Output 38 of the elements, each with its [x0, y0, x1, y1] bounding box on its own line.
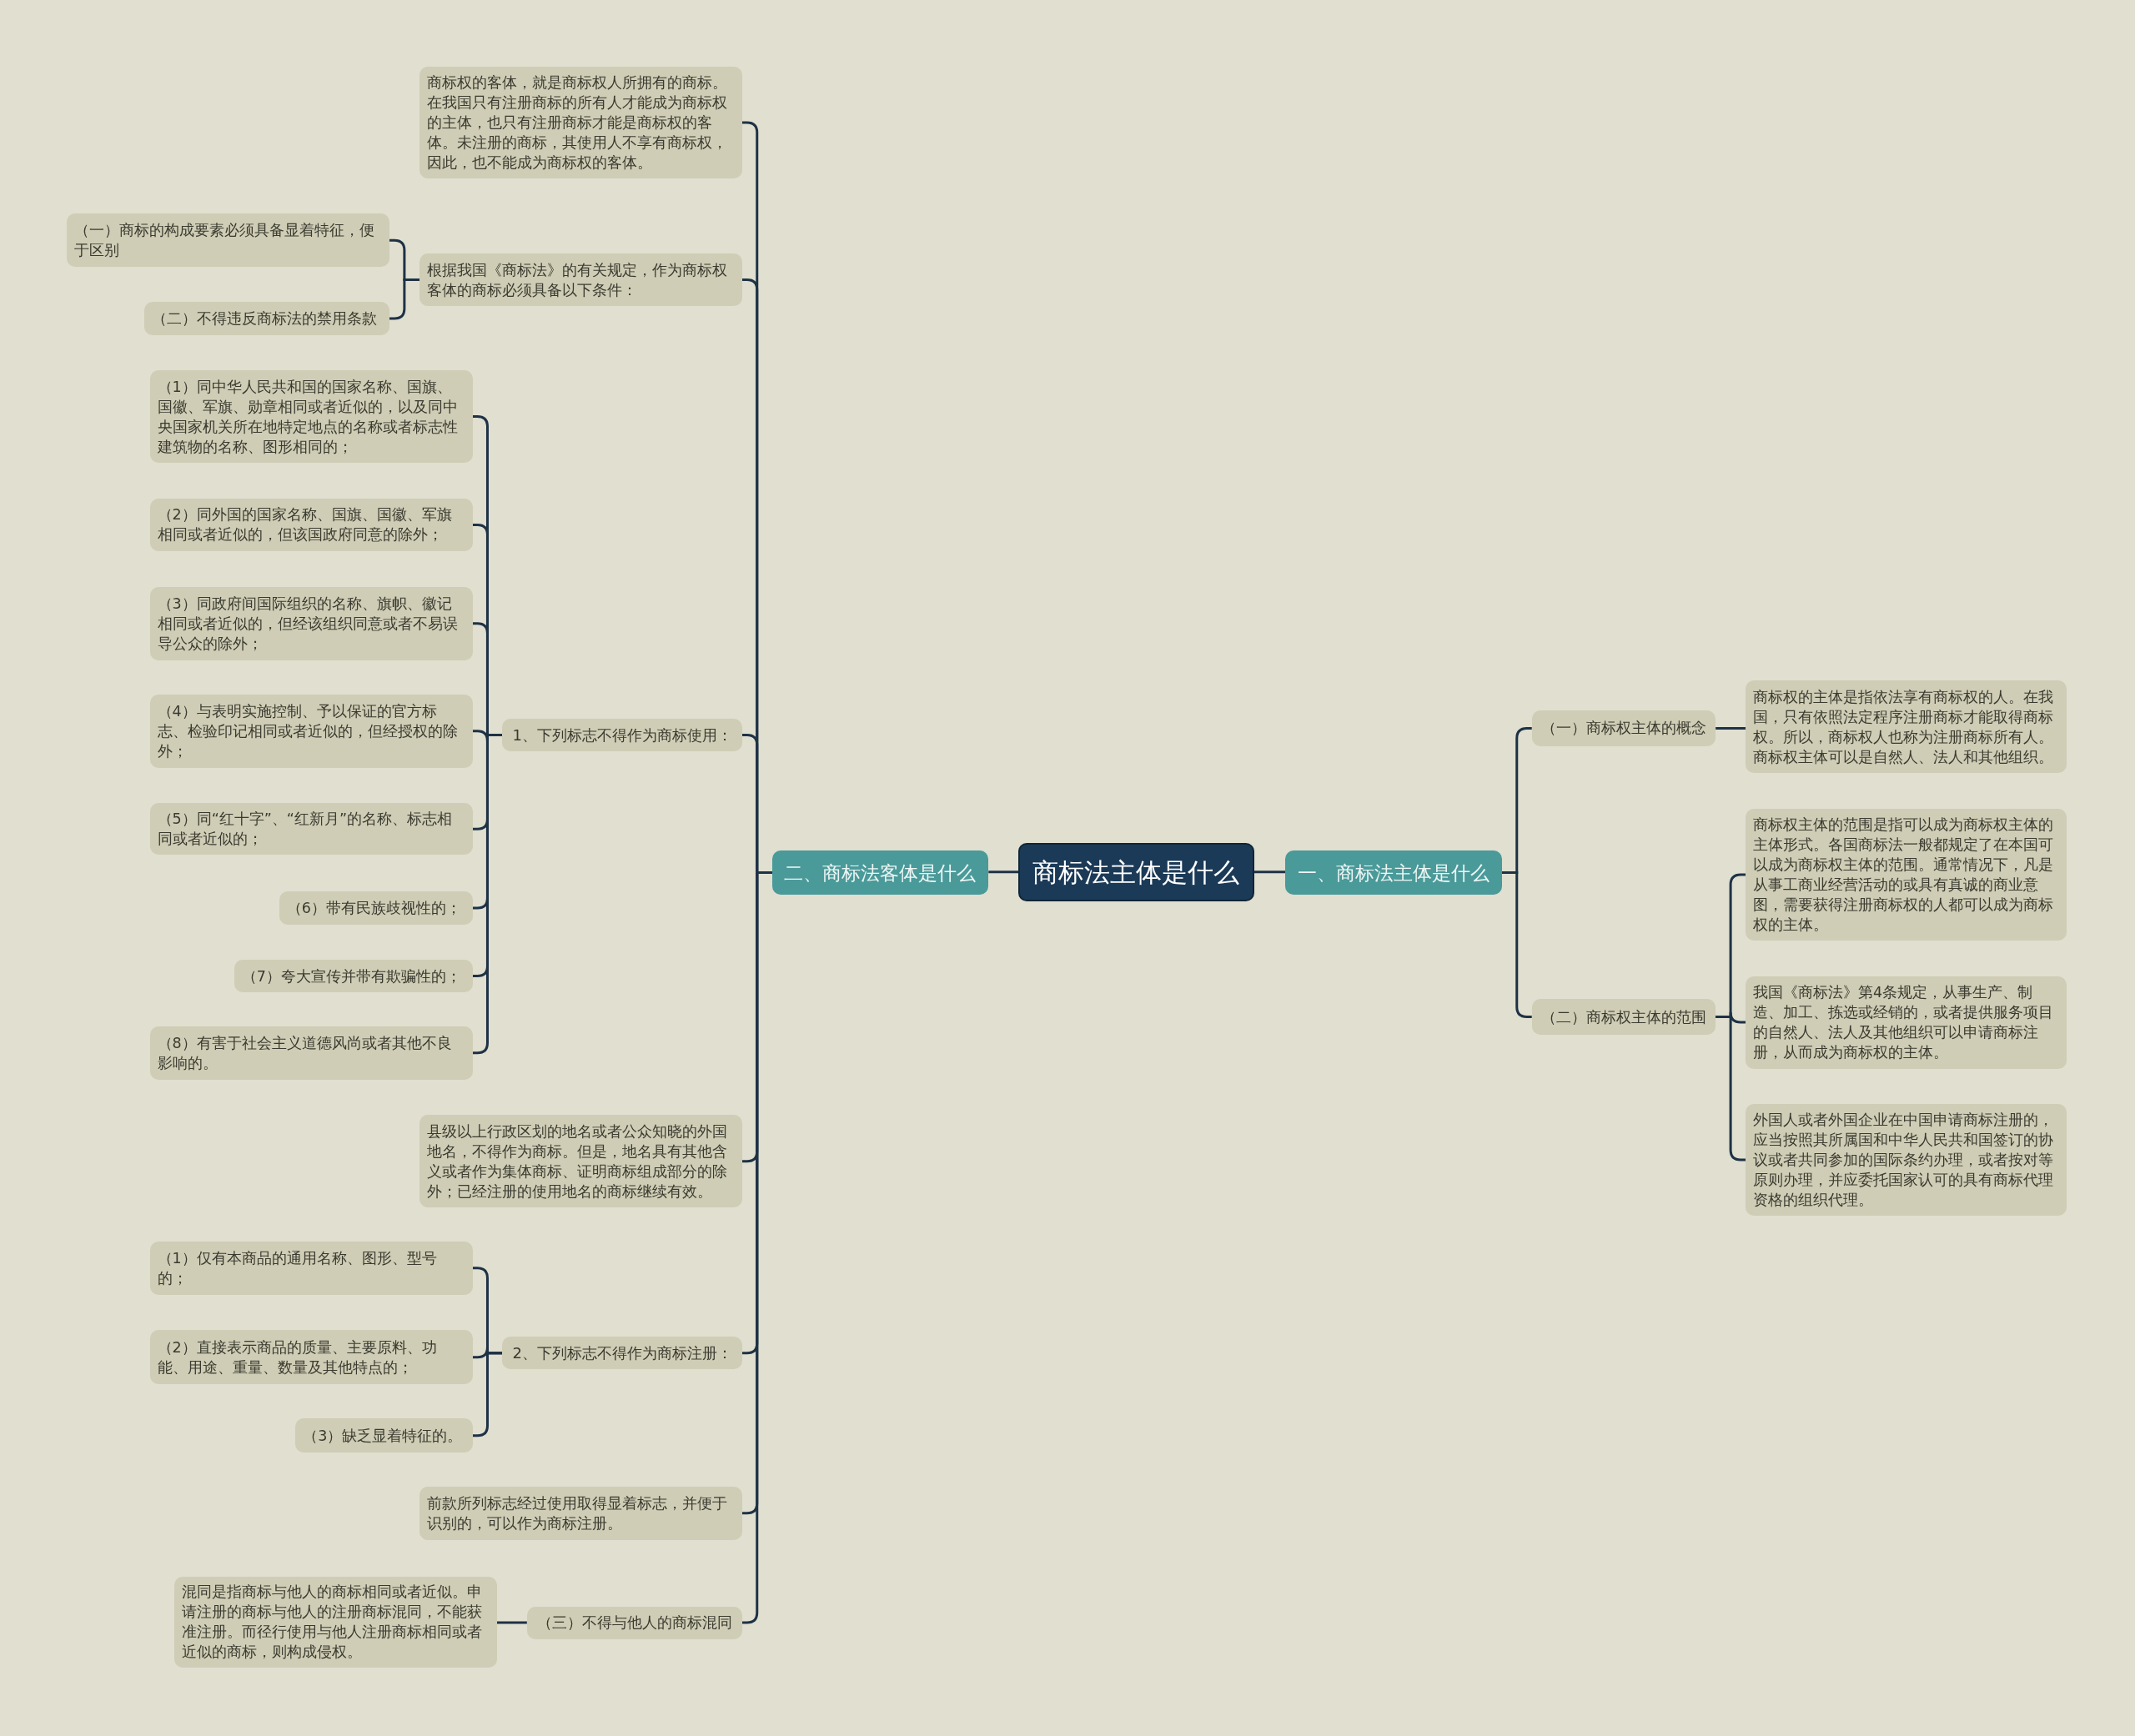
branch-topic-box: 一、商标法主体是什么	[1285, 850, 1502, 895]
text-box: 我国《商标法》第4条规定，从事生产、制造、加工、拣选或经销的，或者提供服务项目的自然人、法人及其他组织可以申请商标注册，从而成为商标权的主体。	[1746, 976, 2067, 1069]
subtopic-box: 2、下列标志不得作为商标注册：	[502, 1337, 742, 1370]
text-box: 商标权主体的范围是指可以成为商标权主体的主体形式。各国商标法一般都规定了在本国可以成为商标权主体的范围。通常情况下，凡是从事工商业经营活动的或具有真诚的商业意图，需要获得注册商标权的人都可以成为商标权的主体。	[1746, 808, 2067, 941]
text-box: （6）带有民族歧视性的；	[279, 891, 473, 925]
branch-topic-box: 二、商标法客体是什么	[771, 850, 989, 895]
text-box: （5）同“红十字”、“红新月”的名称、标志相同或者近似的；	[149, 803, 473, 855]
subtopic-box: （三）不得与他人的商标混同	[526, 1606, 742, 1639]
subtopic-box: （一）商标权主体的概念	[1531, 710, 1716, 746]
connector-line	[988, 871, 1019, 874]
text-box: （4）与表明实施控制、予以保证的官方标志、检验印记相同或者近似的，但经授权的除外；	[149, 694, 473, 768]
text-box: 商标权的客体，就是商标权人所拥有的商标。在我国只有注册商标的所有人才能成为商标权的主体，也只有注册商标才能是商标权的客体。未注册的商标，其使用人不享有商标权，因此，也不能成为商标权的客体。	[419, 67, 742, 178]
connector-line	[472, 734, 503, 1055]
text-box: （3）缺乏显着特征的。	[295, 1418, 473, 1453]
text-box: （1）同中华人民共和国的国家名称、国旗、国徽、军旗、勋章相同或者近似的，以及同中央国家机关所在地特定地点的名称或者标志性建筑物的名称、图形相同的；	[149, 370, 473, 464]
subtopic-box: 1、下列标志不得作为商标使用：	[502, 719, 742, 752]
connector-line	[1501, 871, 1532, 1019]
text-box: （2）同外国的国家名称、国旗、国徽、军旗相同或者近似的，但该国政府同意的除外；	[149, 498, 473, 552]
text-box: （1）仅有本商品的通用名称、图形、型号的；	[149, 1241, 473, 1295]
text-box: （7）夸大宣传并带有欺骗性的；	[234, 960, 473, 993]
connector-line	[496, 1621, 527, 1624]
text-box: （一）商标的构成要素必须具备显着特征，便于区别	[67, 213, 389, 267]
text-box: （二）不得违反商标法的禁用条款	[144, 302, 389, 335]
text-box: 县级以上行政区划的地名或者公众知晓的外国地名，不得作为商标。但是，地名具有其他含义或者作为集体商标、证明商标组成部分的除外；已经注册的使用地名的商标继续有效。	[419, 1115, 742, 1208]
text-box: 外国人或者外国企业在中国申请商标注册的，应当按照其所属国和中华人民共和国签订的协议或者共同参加的国际条约办理，或者按对等原则办理，并应委托国家认可的具有商标代理资格的组织代理。	[1746, 1104, 2067, 1216]
text-box: （3）同政府间国际组织的名称、旗帜、徽记相同或者近似的，但经该组织同意或者不易误导公众的除外；	[149, 586, 473, 660]
connector-line	[1253, 871, 1286, 874]
text-box: 根据我国《商标法》的有关规定，作为商标权客体的商标必须具备以下条件：	[419, 253, 742, 307]
connector-line	[1716, 726, 1746, 730]
connector-line	[1716, 1016, 1746, 1162]
subtopic-box: （二）商标权主体的范围	[1531, 999, 1716, 1035]
central-topic-box: 商标法主体是什么	[1018, 842, 1254, 901]
text-box: （8）有害于社会主义道德风尚或者其他不良影响的。	[149, 1026, 473, 1080]
text-box: （2）直接表示商品的质量、主要原料、功能、用途、重量、数量及其他特点的；	[149, 1330, 473, 1385]
connector-line	[389, 278, 419, 320]
text-box: 前款所列标志经过使用取得显着标志，并便于识别的，可以作为商标注册。	[419, 1486, 742, 1540]
text-box: 商标权的主体是指依法享有商标权的人。在我国，只有依照法定程序注册商标才能取得商标权。所以，商标权人也称为注册商标所有人。商标权主体可以是自然人、法人和其他组织。	[1746, 680, 2067, 774]
text-box: 混同是指商标与他人的商标相同或者近似。申请注册的商标与他人的注册商标混同，不能获准注册。而径行使用与他人注册商标相同或者近似的商标，则构成侵权。	[173, 1576, 497, 1668]
